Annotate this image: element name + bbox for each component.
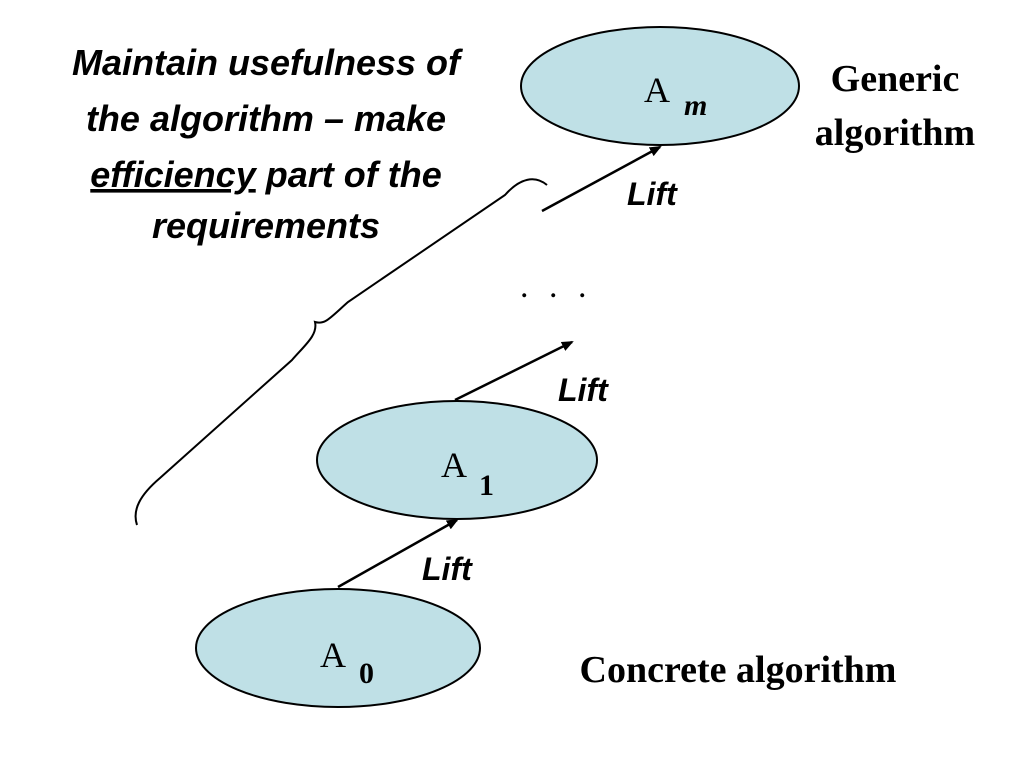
lift-label-bottom: Lift [422, 551, 473, 587]
note-line-4: requirements [152, 205, 380, 246]
lift-arrow-middle [454, 340, 574, 402]
curly-brace [134, 178, 548, 526]
node-a-0-subscript: 0 [359, 657, 374, 690]
node-a-m-ellipse [520, 26, 800, 146]
node-a-m: A m [520, 26, 800, 146]
ellipsis: . . . [520, 268, 593, 305]
node-a-1: A 1 [316, 400, 598, 520]
node-a-0-letter: A [320, 635, 346, 675]
note-underlined-word: efficiency [90, 154, 257, 195]
node-a-1-letter: A [441, 445, 467, 485]
node-a-m-letter: A [644, 70, 670, 110]
lift-arrow-bottom [337, 518, 459, 589]
note-line-1: Maintain usefulness of [72, 42, 463, 83]
generic-label-line-2: algorithm [815, 112, 975, 154]
concrete-algorithm-label: Concrete algorithm [580, 649, 897, 691]
node-a-1-ellipse [316, 400, 598, 520]
note-line-3: efficiency part of the [90, 154, 441, 195]
note-line-2: the algorithm – make [86, 98, 446, 139]
lift-label-top: Lift [627, 176, 678, 212]
efficiency-note: Maintain usefulness of the algorithm – m… [72, 42, 463, 246]
node-a-0: A 0 [195, 588, 481, 708]
note-line-3-rest: part of the [256, 154, 442, 195]
lift-label-middle: Lift [558, 372, 609, 408]
node-a-0-ellipse [195, 588, 481, 708]
node-a-1-subscript: 1 [479, 469, 494, 502]
lift-arrow-top [541, 145, 662, 213]
node-a-m-subscript: m [684, 89, 707, 122]
generic-label-line-1: Generic [831, 58, 960, 100]
